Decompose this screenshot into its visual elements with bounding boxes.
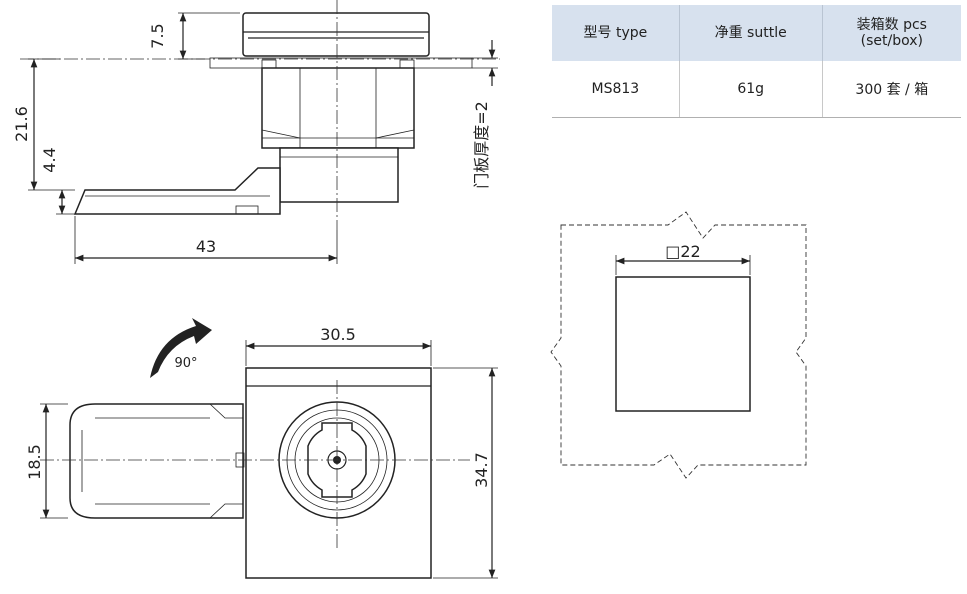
cell-packing: 300 套 / 箱 — [821, 61, 961, 118]
rotation-label: 90° — [174, 356, 197, 371]
dim-face-height-label: 34.7 — [472, 452, 491, 488]
lock-tongue — [73, 167, 281, 215]
lock-hub — [279, 147, 399, 203]
side-view: 7.5 21.6 4.4 43 门板厚度=2 — [12, 0, 500, 264]
header-type: 型号 type — [552, 5, 680, 61]
lock-body — [261, 67, 415, 149]
panel-thickness-label: 门板厚度=2 — [472, 101, 491, 189]
header-packing: 装箱数 pcs (set/box) — [821, 5, 961, 61]
header-weight: 净重 suttle — [678, 5, 823, 61]
handle — [69, 403, 244, 519]
panel-cutout-view: □22 — [550, 211, 807, 479]
dim-cutout-label: □22 — [665, 242, 700, 261]
cutout-square — [615, 276, 751, 412]
dim-length-label: 43 — [196, 237, 216, 256]
cell-weight: 61g — [678, 61, 823, 118]
table-row: MS813 61g 300 套 / 箱 — [552, 61, 961, 118]
panel-outline — [550, 211, 807, 479]
dim-height-label: 21.6 — [12, 106, 31, 142]
lock-cap — [242, 12, 430, 57]
front-view: 90° 30.5 18.5 34.7 — [25, 318, 498, 579]
rotation-arrow-icon — [150, 318, 212, 378]
cell-model: MS813 — [552, 61, 680, 118]
dim-width-label: 30.5 — [320, 325, 356, 344]
spec-table: 型号 type 净重 suttle 装箱数 pcs (set/box) MS81… — [552, 5, 961, 118]
spec-table-header: 型号 type 净重 suttle 装箱数 pcs (set/box) — [552, 5, 961, 61]
dim-top-label: 7.5 — [148, 23, 167, 48]
door-panel — [209, 57, 473, 69]
dim-tongue-label: 4.4 — [40, 147, 59, 172]
dim-handle-label: 18.5 — [25, 444, 44, 480]
